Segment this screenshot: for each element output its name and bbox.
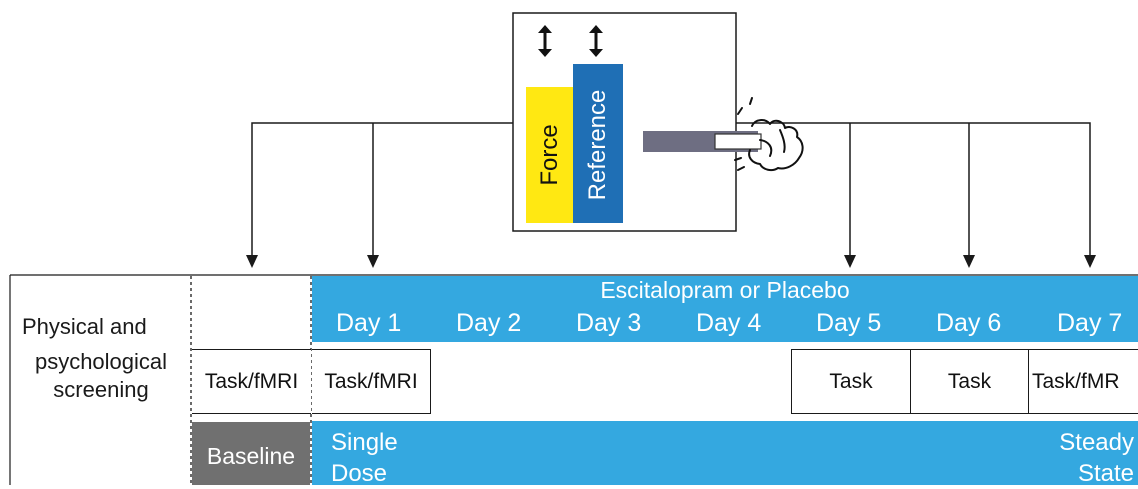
- day6-session-box: Task: [910, 349, 1029, 414]
- day1-session-box: Task/fMRI: [312, 349, 431, 414]
- phase-band: [312, 421, 1138, 485]
- day-label: Day 7: [1057, 309, 1123, 337]
- screening-line-1: Physical and: [22, 314, 147, 339]
- up-down-arrow-icon: [538, 25, 552, 57]
- single-dose-line-1: Single: [331, 429, 398, 456]
- arrow-to-baseline: [251, 122, 513, 262]
- day-label: Day 3: [576, 309, 642, 337]
- force-bar: [526, 87, 573, 223]
- column-dividers: [190, 276, 312, 485]
- arrow-to-day7: [736, 122, 1091, 262]
- day-label: Day 2: [456, 309, 522, 337]
- hand-icon: [734, 97, 804, 172]
- reference-label: Reference: [584, 89, 611, 201]
- screening-label-lines: psychological screening: [12, 348, 190, 404]
- reference-bar: [573, 64, 623, 223]
- baseline-phase-block: [192, 422, 310, 485]
- baseline-session-box: Task/fMRI: [192, 349, 311, 414]
- steady-state-line-1: Steady: [1059, 429, 1134, 456]
- connector-lines: [251, 122, 1091, 262]
- steady-state-label: Steady State: [1048, 427, 1134, 489]
- screening-label: Physical and: [22, 313, 147, 341]
- treatment-band: [312, 276, 1138, 342]
- day-label: Day 4: [696, 309, 762, 337]
- force-label: Force: [535, 124, 563, 186]
- day5-session-box: Task: [791, 349, 911, 414]
- day7-session-box: Task/fMR: [1028, 349, 1138, 414]
- up-down-arrow-icon: [589, 25, 603, 57]
- table-frame: [9, 274, 1138, 485]
- day-label: Day 1: [336, 309, 402, 337]
- baseline-phase-label: Baseline: [206, 443, 296, 469]
- grip-device-icon: [643, 131, 762, 152]
- arrowheads: [246, 255, 1096, 268]
- single-dose-line-2: Dose: [331, 460, 388, 487]
- screening-line-3: screening: [53, 377, 149, 402]
- day-label: Day 5: [816, 309, 882, 337]
- steady-state-line-2: State: [1077, 460, 1134, 487]
- screening-line-2: psychological: [34, 349, 168, 374]
- single-dose-label: Single Dose: [331, 427, 398, 489]
- treatment-title: Escitalopram or Placebo: [600, 277, 850, 303]
- day-label: Day 6: [936, 309, 1002, 337]
